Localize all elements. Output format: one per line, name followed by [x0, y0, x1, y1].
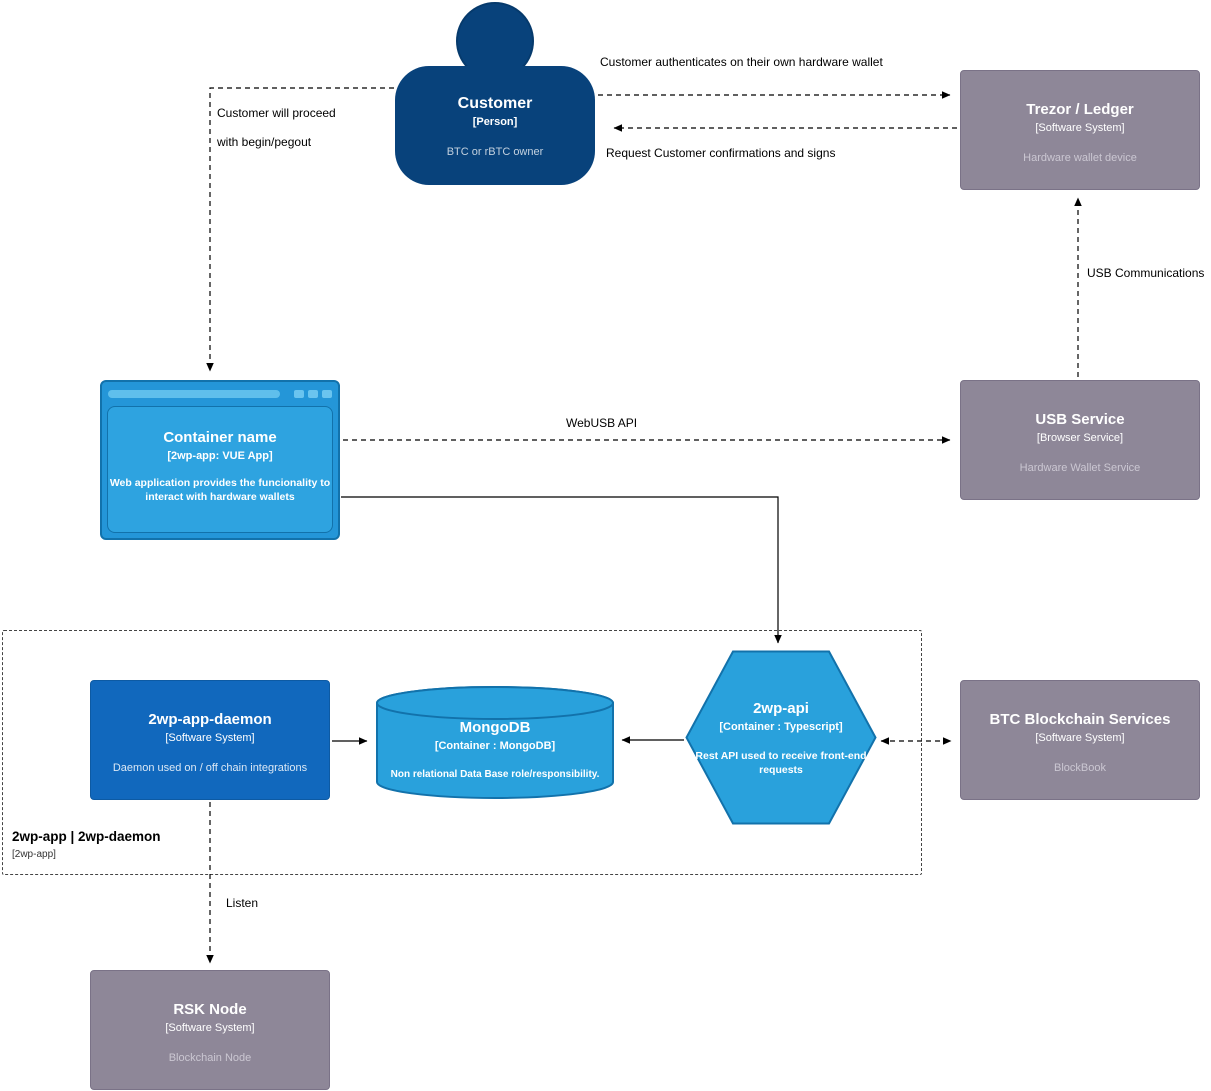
hexagon-shape: [685, 650, 877, 825]
browser-button-icon: [294, 390, 304, 398]
boundary-2wp-app: 2wp-app | 2wp-daemon [2wp-app]: [2, 630, 922, 875]
node-title: RSK Node: [173, 1001, 247, 1018]
node-rsk: RSK Node [Software System] Blockchain No…: [90, 970, 330, 1090]
edge-label-webusb: WebUSB API: [566, 416, 638, 430]
boundary-subtitle: [2wp-app]: [12, 849, 56, 860]
edge-label-confirm: Request Customer confirmations and signs: [606, 146, 836, 160]
edge-webapp-api-line: [341, 496, 782, 644]
node-desc: BlockBook: [1054, 762, 1106, 775]
edge-label-listen: Listen: [226, 896, 259, 910]
edge-label-proceed1: Customer will proceed: [217, 106, 336, 120]
node-desc: Blockchain Node: [168, 1052, 252, 1065]
node-type: [Software System]: [1035, 122, 1125, 134]
node-customer: Customer [Person] BTC or rBTC owner: [395, 66, 595, 185]
browser-button-icon: [322, 390, 332, 398]
node-type: [Browser Service]: [1036, 432, 1124, 444]
node-desc: Non relational Data Base role/responsibi…: [390, 769, 600, 781]
node-webapp: Container name [2wp-app: VUE App] Web ap…: [100, 380, 340, 540]
node-type: [Container : MongoDB]: [434, 740, 556, 752]
node-desc: Rest API used to receive front-end reque…: [695, 750, 867, 776]
node-title: USB Service: [1035, 411, 1125, 428]
node-desc: Hardware wallet device: [1023, 152, 1137, 165]
edge-proceed-line: [206, 87, 394, 372]
node-desc: Web application provides the funcionalit…: [109, 477, 331, 503]
node-title: Container name: [163, 429, 277, 446]
edge-label-auth: Customer authenticates on their own hard…: [600, 55, 883, 69]
node-title: 2wp-api: [753, 700, 809, 717]
node-type: [Software System]: [165, 732, 255, 744]
node-trezor-ledger: Trezor / Ledger [Software System] Hardwa…: [960, 70, 1200, 190]
boundary-title: 2wp-app | 2wp-daemon: [12, 829, 161, 844]
node-desc: BTC or rBTC owner: [446, 146, 544, 159]
node-title: 2wp-app-daemon: [148, 711, 272, 728]
node-type: [Container : Typescript]: [719, 721, 843, 733]
browser-button-icon: [308, 390, 318, 398]
node-usb-service: USB Service [Browser Service] Hardware W…: [960, 380, 1200, 500]
edge-label-proceed2: with begin/pegout: [217, 135, 312, 149]
node-daemon: 2wp-app-daemon [Software System] Daemon …: [90, 680, 330, 800]
browser-address-bar: [108, 390, 280, 398]
node-type: [Software System]: [1035, 732, 1125, 744]
node-api: 2wp-api [Container : Typescript] Rest AP…: [685, 650, 877, 825]
node-title: MongoDB: [459, 719, 531, 736]
browser-content: Container name [2wp-app: VUE App] Web ap…: [107, 406, 333, 533]
cylinder-shape: [376, 686, 614, 799]
edge-label-usb-comm: USB Communications: [1087, 266, 1205, 280]
node-title: Trezor / Ledger: [1026, 101, 1134, 118]
node-type: [2wp-app: VUE App]: [167, 450, 273, 462]
node-type: [Person]: [472, 116, 518, 129]
node-title: BTC Blockchain Services: [989, 711, 1171, 728]
node-desc: Hardware Wallet Service: [1019, 462, 1141, 475]
browser-chrome-bar: [108, 386, 332, 402]
node-mongodb: MongoDB [Container : MongoDB] Non relati…: [375, 685, 615, 800]
node-type: [Software System]: [165, 1022, 255, 1034]
node-title: Customer: [457, 95, 533, 112]
node-desc: Daemon used on / off chain integrations: [112, 762, 308, 775]
node-btc-blockchain: BTC Blockchain Services [Software System…: [960, 680, 1200, 800]
